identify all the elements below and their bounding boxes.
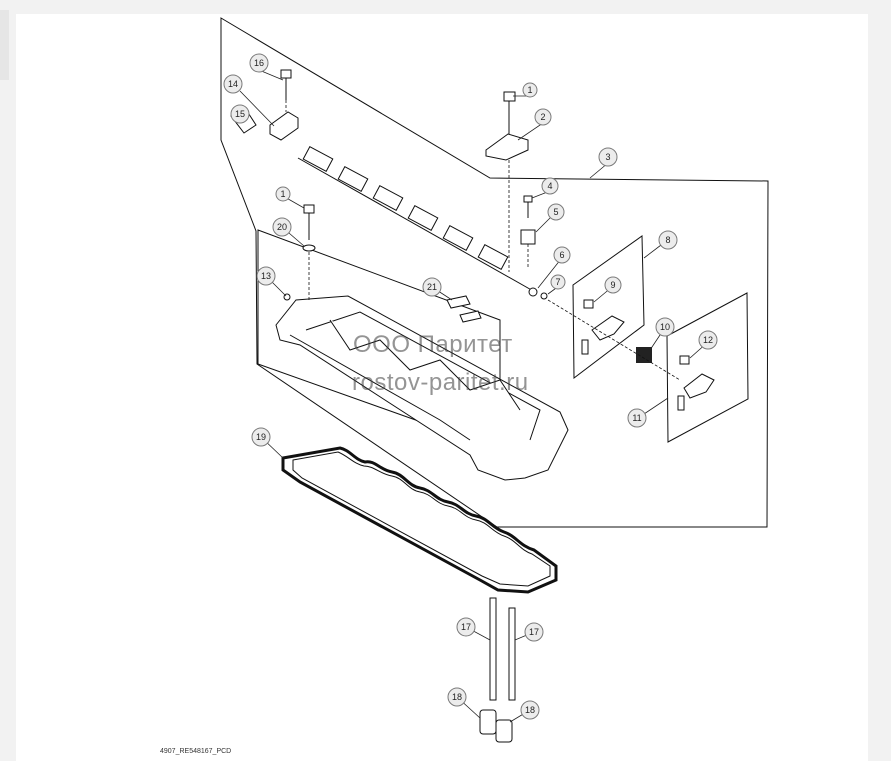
callout-5: 5 xyxy=(547,203,565,221)
callout-4-label: 4 xyxy=(547,181,552,191)
callout-19-label: 19 xyxy=(256,432,266,442)
washer-20 xyxy=(302,244,316,252)
callout-2-label: 2 xyxy=(540,112,545,122)
tappets-18 xyxy=(479,709,513,743)
push-rods-17 xyxy=(489,597,516,701)
pin-6 xyxy=(528,287,538,297)
gasket-19-inner xyxy=(292,451,551,587)
callout-7-label: 7 xyxy=(555,277,560,287)
callout-1-lower-label: 1 xyxy=(280,189,285,199)
clip-21-second xyxy=(459,310,482,323)
callout-21: 21 xyxy=(422,277,442,297)
block-5 xyxy=(520,229,536,245)
callout-3: 3 xyxy=(598,147,618,167)
callout-3-label: 3 xyxy=(605,152,610,162)
callout-20: 20 xyxy=(272,217,292,237)
callout-17-left: 17 xyxy=(456,617,476,637)
rocker-arm-11 xyxy=(683,373,715,399)
callout-7: 7 xyxy=(550,274,566,290)
callout-9: 9 xyxy=(604,276,622,294)
callout-1-top: 1 xyxy=(522,82,538,98)
callout-9-label: 9 xyxy=(610,280,615,290)
callout-17-right-label: 17 xyxy=(529,627,539,637)
callout-14: 14 xyxy=(223,74,243,94)
callout-13-label: 13 xyxy=(261,271,271,281)
callout-8: 8 xyxy=(658,230,678,250)
rocker-arm-frame-11 xyxy=(666,292,749,443)
rocker-arm-frame-8 xyxy=(572,235,645,379)
callout-18-left: 18 xyxy=(447,687,467,707)
callout-17-right: 17 xyxy=(524,622,544,642)
callout-6-label: 6 xyxy=(559,250,564,260)
callout-12: 12 xyxy=(698,330,718,350)
callout-21-label: 21 xyxy=(427,282,437,292)
rocker-arm-8 xyxy=(591,315,625,341)
callout-8-label: 8 xyxy=(665,235,670,245)
callout-14-label: 14 xyxy=(228,79,238,89)
callout-11-label: 11 xyxy=(632,413,641,423)
callout-15: 15 xyxy=(230,104,250,124)
gasket-19 xyxy=(281,446,558,594)
callout-16-label: 16 xyxy=(254,58,264,68)
ring-7 xyxy=(540,292,548,300)
callout-1-lower: 1 xyxy=(275,186,291,202)
callout-10-label: 10 xyxy=(660,322,670,332)
bolt-1-lower xyxy=(303,204,315,240)
alignment-line-4 xyxy=(547,299,681,381)
adjuster-8 xyxy=(581,339,589,355)
callout-1-top-label: 1 xyxy=(527,85,532,95)
nut-12 xyxy=(679,355,690,365)
adjuster-11 xyxy=(677,395,685,411)
rocker-shaft-assembly xyxy=(297,146,536,293)
bracket-2 xyxy=(485,133,529,161)
bolt-16 xyxy=(280,69,292,100)
callout-5-label: 5 xyxy=(553,207,558,217)
callout-12-label: 12 xyxy=(703,335,713,345)
callout-18-right: 18 xyxy=(520,700,540,720)
callout-13: 13 xyxy=(256,266,276,286)
callout-19: 19 xyxy=(251,427,271,447)
callout-18-right-label: 18 xyxy=(525,705,535,715)
callout-6: 6 xyxy=(553,246,571,264)
callout-16: 16 xyxy=(249,53,269,73)
bolt-4 xyxy=(523,195,533,218)
callout-20-label: 20 xyxy=(277,222,287,232)
watermark-url: rostov-paritet.ru xyxy=(352,369,529,396)
callout-10: 10 xyxy=(655,317,675,337)
callout-11: 11 xyxy=(627,408,647,428)
watermark-company: ООО Паритет xyxy=(353,331,513,358)
callout-17-left-label: 17 xyxy=(461,622,471,632)
drawing-caption: 4907_RE548167_PCD xyxy=(160,748,232,755)
callout-18-left-label: 18 xyxy=(452,692,462,702)
callout-2: 2 xyxy=(534,108,552,126)
bracket-14 xyxy=(269,111,299,141)
bolt-1-top xyxy=(503,91,516,135)
gear-10 xyxy=(636,347,652,363)
callout-15-label: 15 xyxy=(235,109,245,119)
valve-cover-housing xyxy=(275,295,569,481)
callout-4: 4 xyxy=(541,177,559,195)
nut-9 xyxy=(583,299,594,309)
clip-21 xyxy=(446,295,471,309)
window-edge-strip xyxy=(0,10,9,80)
